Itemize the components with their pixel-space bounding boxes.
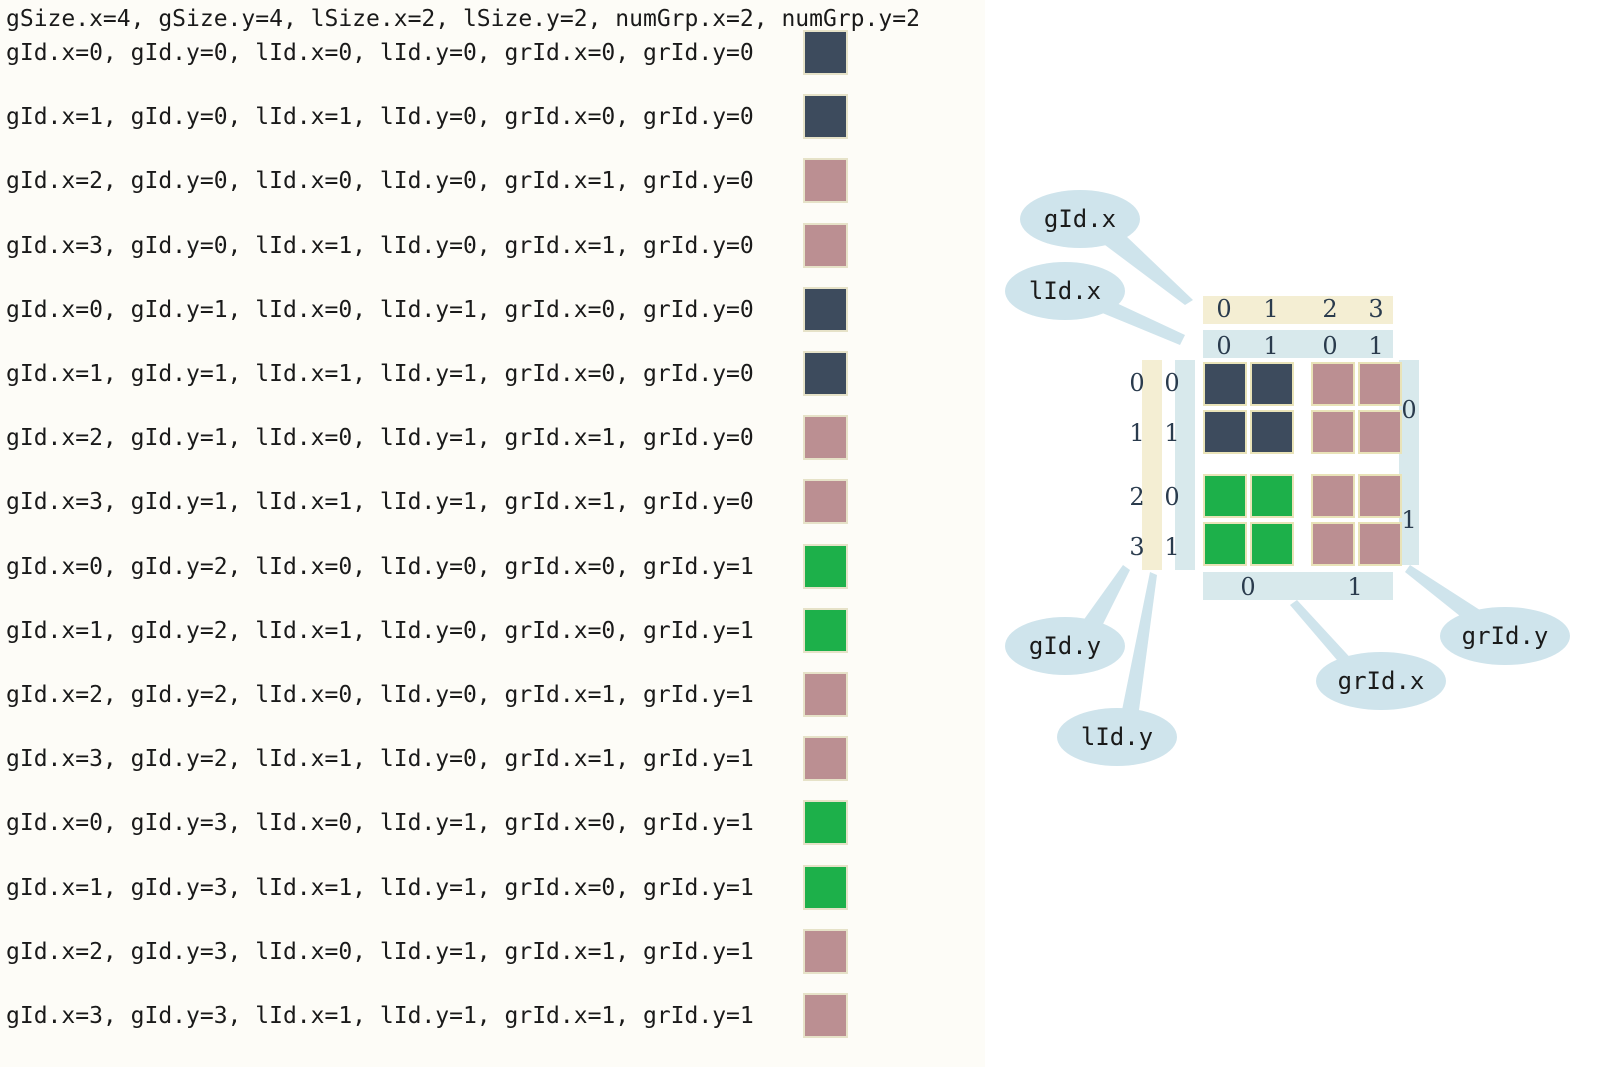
color-swatch [803, 479, 848, 525]
color-swatch [803, 607, 848, 653]
grid-x-tick-0: 0 [1240, 573, 1256, 601]
color-swatch [803, 351, 848, 396]
gid-y-tick-1: 1 [1129, 419, 1145, 447]
grid-cell [1203, 362, 1247, 406]
color-swatch [803, 672, 848, 717]
output-line: gId.x=3, gId.y=3, lId.x=1, lId.y=1, grId… [6, 1003, 754, 1029]
output-line: gId.x=0, gId.y=1, lId.x=0, lId.y=1, grId… [6, 296, 754, 323]
color-swatch [803, 94, 848, 140]
color-swatch [803, 30, 848, 75]
tail-lid-x [1095, 300, 1185, 345]
lid-y-tick-3: 1 [1164, 533, 1180, 561]
tail-lid-y [1120, 572, 1157, 725]
lid-y-tick-0: 0 [1164, 369, 1180, 397]
output-line: gId.x=1, gId.y=0, lId.x=1, lId.y=0, grId… [6, 104, 754, 131]
tail-grid-y [1405, 565, 1483, 620]
color-swatch [803, 736, 848, 782]
output-line: gId.x=3, gId.y=0, lId.x=1, lId.y=0, grId… [6, 232, 754, 259]
grid-y-band [1399, 360, 1419, 565]
grid-cell [1311, 362, 1355, 406]
grid-y-tick-0: 0 [1401, 396, 1417, 424]
lid-x-band [1203, 330, 1393, 358]
lid-x-tick-0: 0 [1216, 332, 1232, 360]
output-line: gId.x=0, gId.y=3, lId.x=0, lId.y=1, grId… [6, 810, 754, 837]
bubble-lid-x: lId.x [1005, 262, 1125, 320]
grid-cell [1203, 522, 1247, 566]
header-line: gSize.x=4, gSize.y=4, lSize.x=2, lSize.y… [6, 6, 920, 32]
output-line: gId.x=3, gId.y=1, lId.x=1, lId.y=1, grId… [6, 489, 754, 516]
output-line: gId.x=0, gId.y=0, lId.x=0, lId.y=0, grId… [6, 40, 754, 66]
gid-y-tick-3: 3 [1129, 533, 1145, 561]
color-swatch [803, 864, 848, 910]
lid-y-tick-1: 1 [1164, 419, 1180, 447]
color-swatch [803, 158, 848, 204]
color-swatch [803, 928, 848, 974]
gid-x-tick-0: 0 [1216, 295, 1232, 323]
output-line: gId.x=1, gId.y=2, lId.x=1, lId.y=0, grId… [6, 617, 754, 644]
grid-cell [1203, 410, 1247, 454]
gid-x-tick-2: 2 [1322, 295, 1338, 323]
grid-cell [1311, 474, 1355, 518]
tail-gid-x [1105, 235, 1193, 305]
output-line: gId.x=1, gId.y=3, lId.x=1, lId.y=1, grId… [6, 874, 754, 901]
grid-cell [1250, 522, 1294, 566]
grid-cell [1203, 474, 1247, 518]
lid-x-tick-3: 1 [1368, 332, 1384, 360]
bubble-lid-y: lId.y [1057, 708, 1177, 766]
console-output: gSize.x=4, gSize.y=4, lSize.x=2, lSize.y… [6, 6, 920, 1038]
grid-cell [1358, 362, 1402, 406]
gid-x-band [1203, 296, 1393, 324]
color-swatch [803, 800, 848, 846]
tail-grid-x [1290, 600, 1357, 665]
bubble-grid-y: grId.y [1440, 607, 1570, 665]
output-line: gId.x=3, gId.y=2, lId.x=1, lId.y=0, grId… [6, 746, 754, 773]
grid-cell [1250, 474, 1294, 518]
gid-y-tick-0: 0 [1129, 369, 1145, 397]
output-line: gId.x=2, gId.y=3, lId.x=0, lId.y=1, grId… [6, 938, 754, 965]
grid-cell [1358, 410, 1402, 454]
grid-y-tick-1: 1 [1401, 506, 1417, 534]
callout-tails [1075, 235, 1483, 725]
lid-x-tick-1: 1 [1263, 332, 1279, 360]
lid-y-tick-2: 0 [1164, 483, 1180, 511]
bubble-gid-x: gId.x [1020, 190, 1140, 248]
bubble-grid-x: grId.x [1316, 652, 1446, 710]
output-line: gId.x=2, gId.y=1, lId.x=0, lId.y=1, grId… [6, 425, 754, 452]
output-line: gId.x=2, gId.y=2, lId.x=0, lId.y=0, grId… [6, 682, 754, 708]
work-item-diagram: 0 1 2 3 0 1 0 1 0 1 2 3 0 1 0 1 0 1 0 1 … [985, 0, 1600, 1067]
lid-x-tick-2: 0 [1322, 332, 1338, 360]
gid-y-band [1142, 360, 1162, 570]
grid-cell [1250, 362, 1294, 406]
color-swatch [803, 222, 848, 268]
grid-cell [1358, 522, 1402, 566]
grid-x-band [1203, 572, 1393, 600]
output-line: gId.x=0, gId.y=2, lId.x=0, lId.y=0, grId… [6, 553, 754, 580]
bubble-gid-y: gId.y [1005, 617, 1125, 675]
output-line: gId.x=1, gId.y=1, lId.x=1, lId.y=1, grId… [6, 361, 754, 387]
gid-x-tick-3: 3 [1368, 295, 1384, 323]
grid-cell [1311, 522, 1355, 566]
output-line: gId.x=2, gId.y=0, lId.x=0, lId.y=0, grId… [6, 168, 754, 195]
grid-cell [1311, 410, 1355, 454]
color-swatch [803, 415, 848, 461]
color-swatch [803, 543, 848, 589]
lid-y-band [1175, 360, 1195, 570]
gid-x-tick-1: 1 [1263, 295, 1279, 323]
grid-x-tick-1: 1 [1347, 573, 1363, 601]
color-swatch [803, 286, 848, 332]
color-swatch [803, 993, 848, 1038]
grid-cell [1250, 410, 1294, 454]
grid-cell [1358, 474, 1402, 518]
gid-y-tick-2: 2 [1129, 483, 1145, 511]
